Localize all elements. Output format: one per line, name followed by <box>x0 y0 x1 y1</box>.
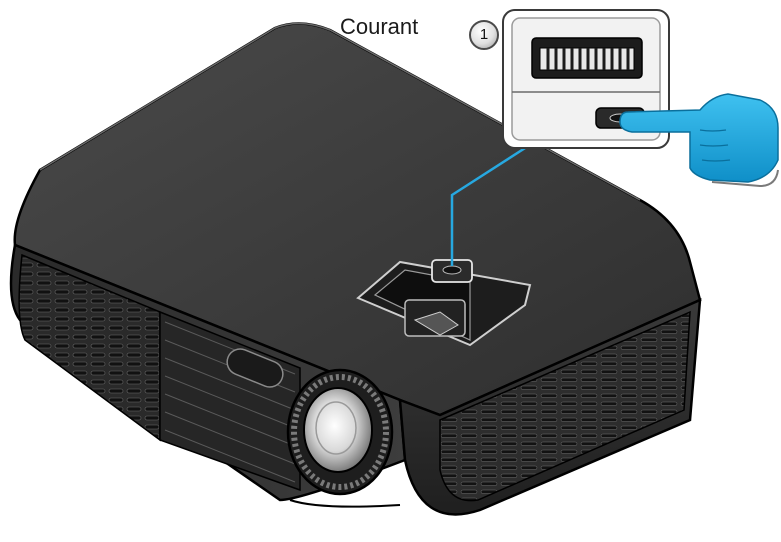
pointing-hand-icon <box>619 93 779 188</box>
lens <box>303 387 373 473</box>
right-vent-grille <box>439 310 691 502</box>
lens-assembly <box>286 368 394 496</box>
callout-label: Courant <box>340 14 419 39</box>
front-oval-badge <box>226 348 284 388</box>
left-vent-grille <box>18 253 161 442</box>
top-control-panel <box>356 259 532 347</box>
step-number-badge: 1 <box>469 20 499 50</box>
